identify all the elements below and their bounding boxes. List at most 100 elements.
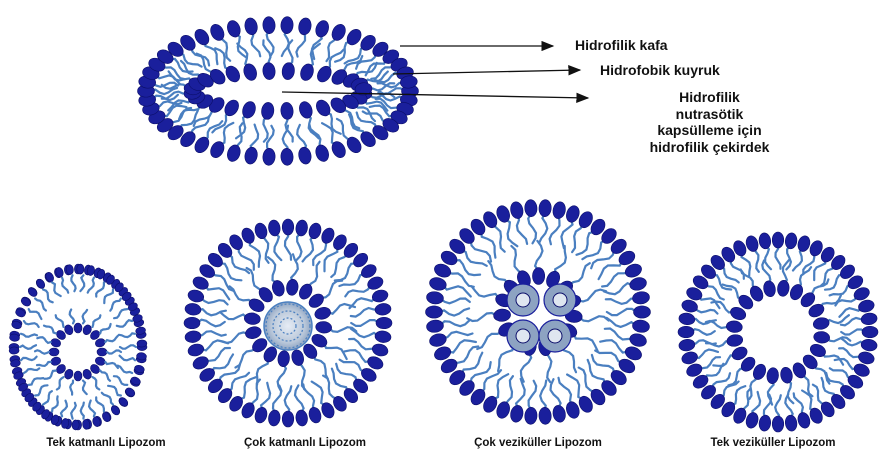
lipid-tail [43, 290, 53, 303]
lipid-head [253, 406, 269, 425]
lipid-tail [285, 232, 291, 260]
lipid-tail [768, 380, 774, 404]
lipid-head [779, 366, 793, 384]
lipid-tail [37, 362, 51, 366]
lipid-tail [61, 401, 67, 417]
lipid-tail [236, 34, 247, 58]
lipid-tail [297, 125, 306, 151]
lipid-tail [110, 299, 121, 311]
univesicular-liposome [678, 232, 878, 432]
lipid-head [796, 234, 812, 253]
caption-univesicular: Tek veziküller Lipozom [666, 437, 880, 449]
lipid-head [20, 296, 32, 308]
lipid-head [280, 148, 293, 166]
lipid-tail [841, 338, 864, 345]
lipid-head [628, 276, 648, 292]
lipid-tail [505, 376, 513, 405]
lipid-tail [278, 364, 286, 392]
lipid-head [307, 222, 323, 241]
lipid-tail [44, 326, 56, 334]
lipid-tail [268, 257, 277, 284]
inner-vesicle-core [548, 329, 562, 343]
arrow-tail-label [393, 70, 580, 74]
lipid-head [44, 271, 55, 283]
lipid-head [857, 350, 876, 366]
lipid-tail [830, 368, 852, 379]
lipid-head [538, 407, 551, 425]
lipid-head [297, 100, 314, 120]
lipid-tail [239, 377, 256, 399]
lipid-tail [599, 261, 623, 280]
lipid-head [524, 199, 537, 217]
lipid-tail [528, 213, 536, 243]
caption-multivesicular: Çok veziküller Lipozom [428, 437, 648, 449]
lipid-head [9, 347, 19, 355]
lipid-tail [830, 285, 852, 296]
lipid-head [35, 278, 47, 290]
lipid-tail [753, 248, 758, 271]
lipid-head [813, 331, 830, 344]
lipid-tail [493, 374, 509, 400]
lipid-tail [516, 379, 525, 409]
lipid-head [551, 404, 566, 423]
lipid-tail [731, 259, 744, 279]
lipid-tail [263, 40, 270, 66]
lipid-tail [440, 320, 470, 326]
inner-vesicle-core [516, 329, 530, 343]
lipid-tail [447, 340, 476, 352]
lipid-tail [100, 371, 110, 381]
lipid-tail [93, 377, 100, 389]
lipid-tail [44, 371, 55, 379]
lipid-tail [29, 309, 42, 319]
lipid-head [14, 308, 26, 319]
lipid-tail [505, 219, 517, 246]
lipid-tail [313, 355, 328, 379]
lipid-head [262, 148, 275, 166]
lipid-tail [821, 295, 841, 308]
lipid-tail [83, 310, 88, 324]
lipid-head [426, 291, 445, 305]
lipid-head [315, 321, 332, 334]
lipid-tail [529, 381, 537, 411]
lipid-tail [776, 245, 781, 269]
lipid-tail [335, 263, 357, 280]
lipid-tail [105, 336, 118, 342]
inner-vesicle-core [516, 293, 530, 307]
lipid-tail [814, 259, 825, 281]
lipid-head [314, 19, 331, 39]
lipid-head [426, 306, 443, 318]
lipid-tail [572, 224, 583, 252]
lipid-head [680, 298, 699, 314]
lipid-head [726, 333, 744, 347]
lipid-tail [105, 362, 118, 368]
arrow-core-label [282, 92, 588, 98]
lipid-tail [337, 119, 351, 141]
lipid-tail [351, 308, 379, 317]
label-core-line3: kapsülleme için [597, 122, 822, 139]
lipid-head [784, 414, 798, 431]
lipid-tail [345, 285, 371, 296]
lipid-head [297, 17, 312, 36]
lipid-head [678, 326, 694, 338]
lipid-tail [741, 270, 755, 290]
lipid-head [101, 411, 112, 423]
lipid-head [313, 306, 332, 321]
lipid-head [187, 342, 206, 358]
lipid-head [280, 16, 293, 34]
lipid-tail [198, 331, 226, 336]
lipid-tail [826, 337, 850, 341]
lipid-head [315, 64, 334, 85]
lipid-head [277, 350, 290, 367]
lipid-tail [517, 215, 527, 244]
lipid-tail [467, 313, 497, 321]
lipid-head [261, 102, 275, 120]
lipid-tail [592, 355, 615, 375]
lipid-head [27, 286, 39, 298]
multilamellar-liposome [184, 219, 392, 427]
label-hydrophilic-head: Hidrofilik kafa [575, 37, 668, 54]
lipid-head [744, 234, 760, 253]
lipid-head [796, 411, 812, 430]
lipid-head [772, 416, 784, 432]
lipid-tail [24, 321, 39, 327]
lipid-head [634, 306, 651, 318]
